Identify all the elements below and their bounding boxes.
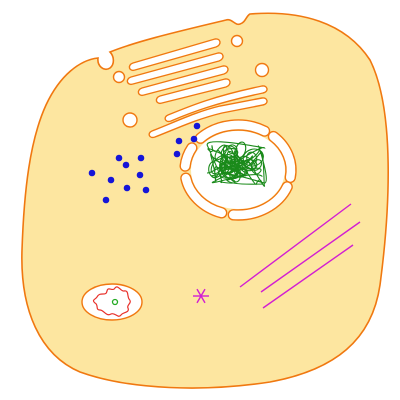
chromatin-loop [227, 144, 238, 155]
nuclear-envelope-segment-2 [267, 130, 297, 184]
rough-endoplasmic-reticulum [148, 85, 268, 139]
free-ribosomes [88, 154, 150, 204]
er-bound-ribosomes [173, 122, 201, 158]
ribosome-9 [115, 154, 123, 162]
golgi-apparatus [126, 38, 231, 105]
microtubule-2 [260, 221, 361, 293]
centriole [193, 288, 209, 304]
nuclear-envelope-segment-5 [179, 142, 198, 172]
golgi-vesicles [112, 34, 270, 128]
golgi-cisterna-3 [137, 65, 229, 97]
golgi-cisterna-4 [155, 78, 231, 105]
er-cisterna-2 [164, 85, 268, 123]
ribosome-3 [122, 161, 130, 169]
vesicle-2 [112, 70, 126, 84]
microtubule-1 [239, 203, 352, 288]
nuclear-envelope-segment-1 [194, 119, 271, 144]
vesicle-3 [254, 62, 270, 78]
vesicle-4 [122, 112, 138, 128]
er-ribosome-1 [175, 137, 183, 145]
er-ribosome-3 [173, 150, 181, 158]
nuclear-envelope-segment-4 [180, 172, 228, 219]
microtubules [239, 203, 361, 309]
ribosome-5 [123, 184, 131, 192]
ribosome-4 [136, 171, 144, 179]
er-ribosome-2 [190, 135, 198, 143]
mitochondrion [81, 283, 143, 321]
ribosome-7 [102, 196, 110, 204]
er-ribosome-4 [193, 122, 201, 130]
golgi-cisterna-1 [128, 38, 221, 72]
centriole-spoke-3 [196, 288, 206, 304]
chromatin-strand [206, 141, 267, 187]
golgi-cisterna-2 [126, 52, 224, 86]
chromatin-loop [223, 147, 239, 158]
mitochondrion-matrix-granule [111, 298, 119, 306]
ribosome-2 [107, 176, 115, 184]
nuclear-envelope-segment-3 [227, 181, 293, 221]
microtubule-3 [262, 244, 354, 309]
mitochondrion-cristae [92, 286, 131, 317]
ribosome-6 [142, 186, 150, 194]
ribosome-8 [137, 154, 145, 162]
chromatin [206, 141, 267, 187]
vesicle-1 [230, 34, 244, 48]
er-cisterna-1 [148, 97, 268, 139]
ribosome-1 [88, 169, 96, 177]
